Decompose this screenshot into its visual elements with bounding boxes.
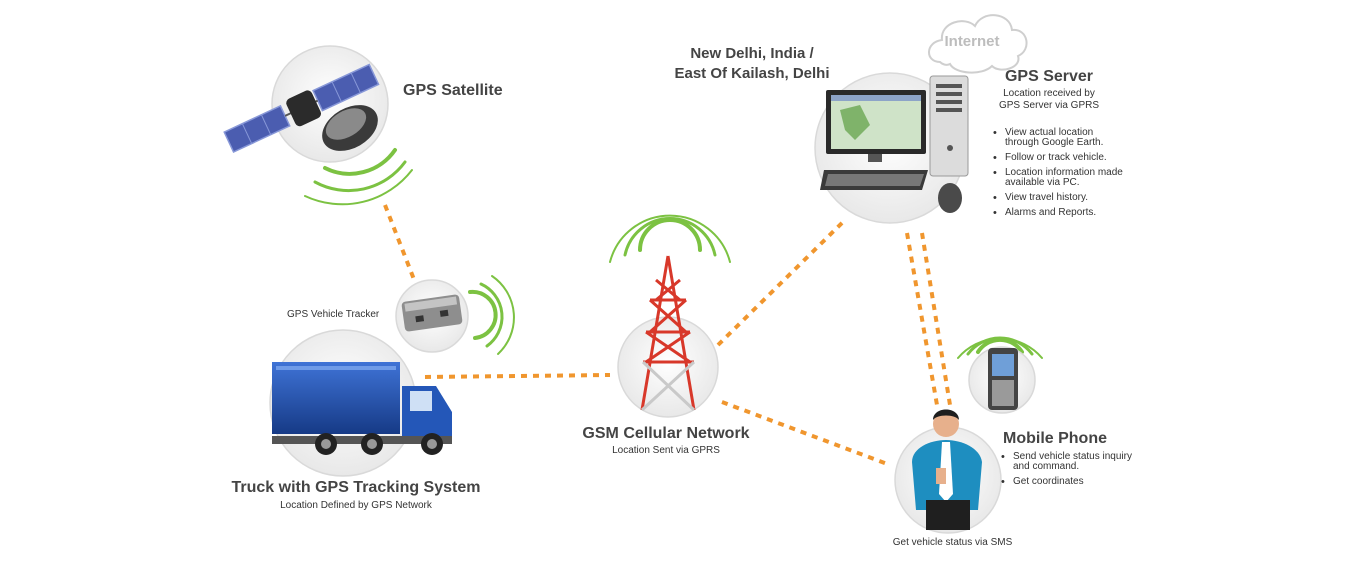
person-icon xyxy=(912,409,982,530)
connection-links xyxy=(383,204,952,467)
tower-signal-icon xyxy=(609,214,731,263)
gsm-title: GSM Cellular Network xyxy=(582,425,750,442)
satellite-title: GPS Satellite xyxy=(403,82,503,99)
server-feature-item: Alarms and Reports. xyxy=(993,208,1123,219)
truck-title: Truck with GPS Tracking System xyxy=(231,479,481,496)
server-subtitle-line1: Location received by xyxy=(1003,88,1095,99)
tracker-signal-icon xyxy=(468,275,515,355)
internet-label: Internet xyxy=(944,33,999,50)
server-feature-item: View travel history. xyxy=(993,193,1123,204)
signal-arcs xyxy=(304,148,1043,359)
person-caption: Get vehicle status via SMS xyxy=(892,537,1013,548)
satellite-icon xyxy=(223,63,380,154)
link-gsm-server xyxy=(716,218,847,347)
link-gsm-person xyxy=(721,400,891,467)
satellite-signal-icon xyxy=(304,148,413,206)
gps-tracker-device-icon xyxy=(401,294,463,332)
location-line2: East Of Kailash, Delhi xyxy=(674,65,830,82)
server-subtitle-line2: GPS Server via GPRS xyxy=(998,100,1100,111)
link-server-person-b xyxy=(920,232,952,406)
server-subtitle: Location received by GPS Server via GPRS xyxy=(985,88,1113,112)
tracker-label: GPS Vehicle Tracker xyxy=(287,309,380,320)
link-server-person-a xyxy=(905,232,939,406)
server-feature-item: Location information made available via … xyxy=(993,168,1123,188)
server-title: GPS Server xyxy=(1004,68,1094,85)
server-feature-item: Follow or track vehicle. xyxy=(993,153,1123,164)
gsm-subtitle: Location Sent via GPRS xyxy=(612,445,720,456)
gsm-tower-icon xyxy=(640,255,696,412)
location-line1: New Delhi, India / xyxy=(690,45,814,62)
internet-cloud-icon xyxy=(928,14,1028,74)
mobile-title: Mobile Phone xyxy=(1003,430,1107,447)
phone-signal-icon xyxy=(957,336,1043,359)
mobile-phone-icon xyxy=(988,348,1018,410)
computer-icon xyxy=(820,75,969,213)
truck-icon xyxy=(272,362,452,455)
link-truck-gsm xyxy=(424,373,611,379)
server-feature-list: View actual location through Google Eart… xyxy=(993,128,1123,223)
truck-subtitle: Location Defined by GPS Network xyxy=(280,500,432,511)
mobile-feature-list: Send vehicle status inquiry and command.… xyxy=(1001,452,1151,492)
mobile-feature-item: Get coordinates xyxy=(1001,477,1151,488)
link-satellite-tracker xyxy=(383,204,417,283)
server-feature-item: View actual location through Google Eart… xyxy=(993,128,1123,148)
location-text: New Delhi, India / East Of Kailash, Delh… xyxy=(658,44,846,84)
mobile-feature-item: Send vehicle status inquiry and command. xyxy=(1001,452,1151,472)
